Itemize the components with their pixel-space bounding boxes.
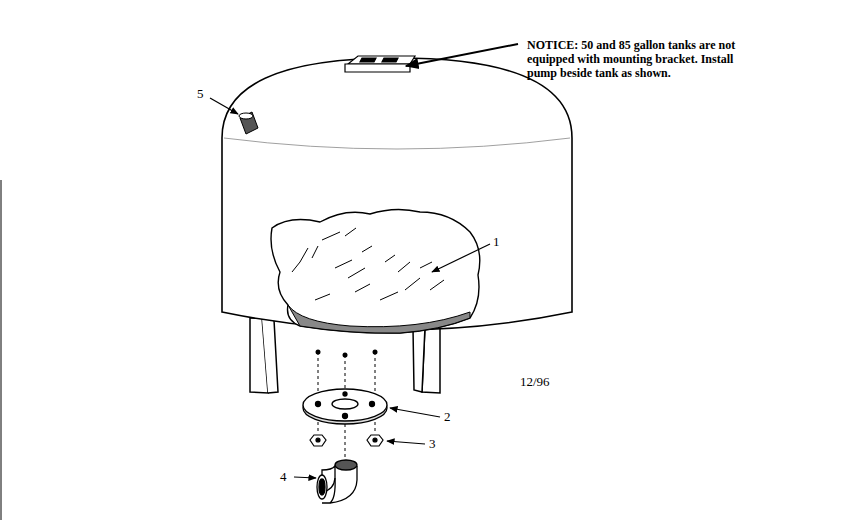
cutaway: [271, 209, 480, 333]
flange: [303, 389, 387, 424]
notice-text: NOTICE: 50 and 85 gallon tanks are not e…: [527, 38, 742, 80]
mounting-bracket: [345, 56, 415, 72]
nut: [310, 435, 383, 446]
callout-number: 5: [197, 86, 204, 101]
callout-number: 2: [444, 409, 451, 424]
date-code: 12/96: [520, 374, 550, 389]
air-valve: [239, 112, 258, 134]
callout-number: 1: [493, 234, 500, 249]
callout-number: 4: [280, 469, 287, 484]
callout-number: 3: [429, 436, 436, 451]
elbow-fitting: [317, 460, 357, 503]
